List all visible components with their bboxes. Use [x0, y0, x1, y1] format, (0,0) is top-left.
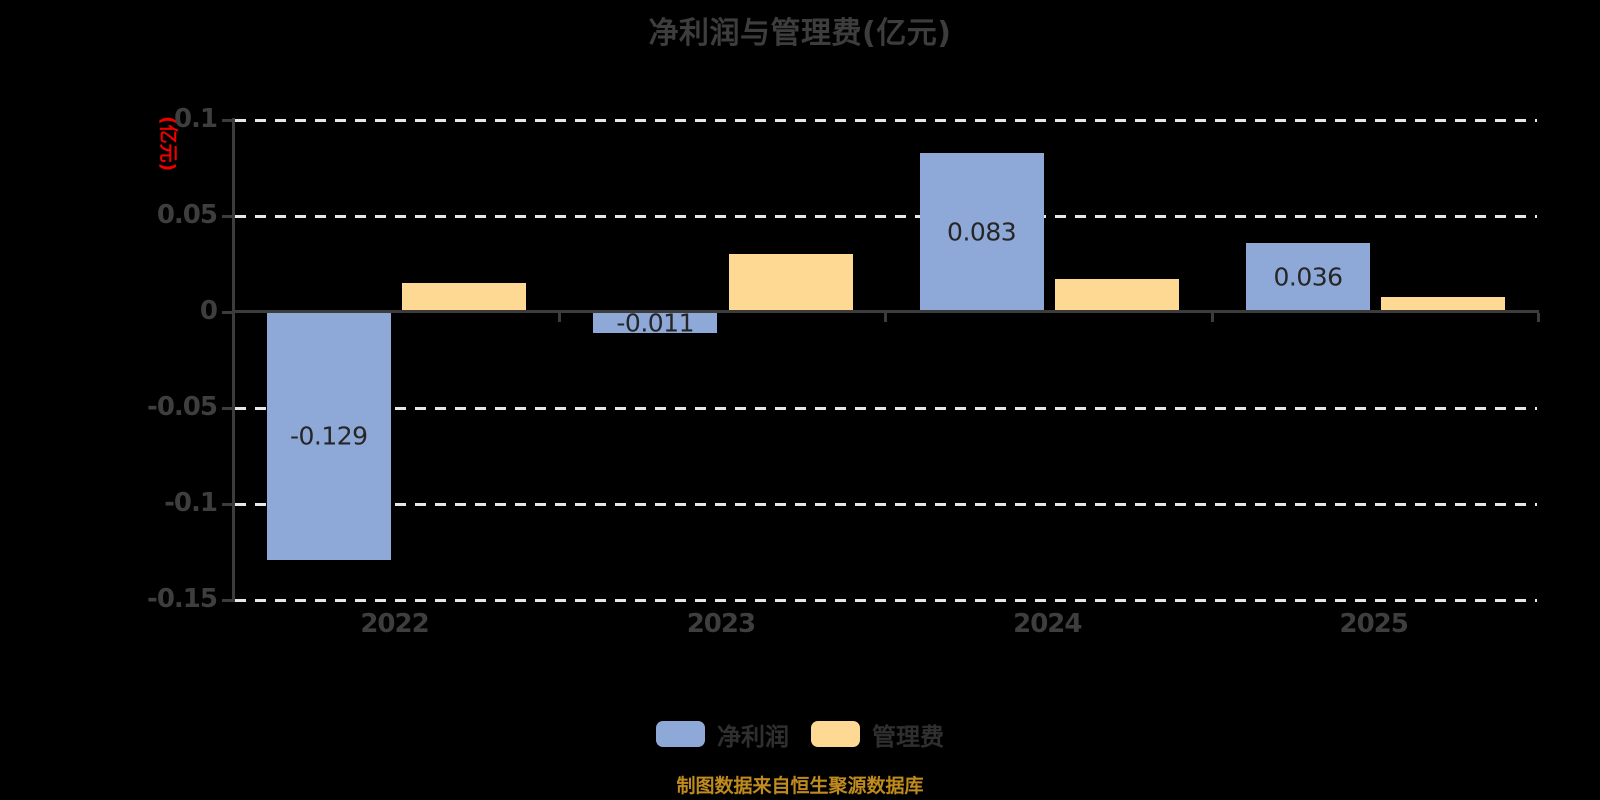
gridline-0.05: [235, 215, 1537, 218]
y-tick-label-0.05: 0.05: [156, 199, 218, 230]
x-tick-label-2025: 2025: [1339, 609, 1409, 639]
x-tick-label-2022: 2022: [360, 609, 429, 639]
x-tick: [557, 313, 561, 322]
legend-item-management-fee: 管理费: [811, 717, 944, 752]
y-tick-label--0.05: -0.05: [147, 391, 218, 422]
legend-swatch-management-fee: [811, 721, 860, 747]
y-axis-spine: [232, 118, 235, 602]
legend: 净利润 管理费: [0, 717, 1600, 752]
x-tick: [884, 313, 888, 322]
bar-value-label: 0.036: [1273, 262, 1343, 292]
y-tick--0.1: [222, 503, 235, 506]
y-tick-label--0.15: -0.15: [147, 583, 218, 614]
y-tick-label-0.1: 0.1: [173, 103, 218, 134]
y-tick-label-0: 0: [199, 295, 218, 326]
bar-management-fee-2023: [728, 254, 853, 312]
bar-value-label: 0.083: [947, 217, 1017, 247]
y-tick-label--0.1: -0.1: [164, 487, 218, 518]
bar-management-fee-2025: [1381, 296, 1506, 312]
bar-net-profit-2023: [593, 312, 718, 334]
y-tick-0: [222, 311, 235, 314]
bar-value-label: -0.129: [290, 421, 368, 451]
bar-net-profit-2024: [919, 152, 1044, 312]
legend-item-net-profit: 净利润: [656, 717, 789, 752]
y-tick-0.05: [222, 215, 235, 218]
x-tick-label-2024: 2024: [1013, 609, 1082, 639]
zero-baseline: [235, 310, 1539, 313]
gridline--0.15: [235, 599, 1537, 602]
chart-title: 净利润与管理费(亿元): [648, 16, 952, 51]
data-source-note: 制图数据来自恒生聚源数据库: [676, 775, 924, 797]
bar-management-fee-2024: [1054, 279, 1179, 312]
gridline--0.05: [235, 407, 1537, 410]
legend-swatch-net-profit: [656, 721, 705, 747]
bar-management-fee-2022: [402, 283, 527, 312]
x-tick: [1210, 313, 1214, 322]
y-tick--0.05: [222, 407, 235, 410]
y-tick-0.1: [222, 119, 235, 122]
bar-net-profit-2022: [266, 312, 391, 560]
y-tick--0.15: [222, 599, 235, 602]
x-tick: [1536, 313, 1540, 322]
legend-label-management-fee: 管理费: [872, 722, 944, 751]
x-tick-label-2023: 2023: [686, 609, 756, 639]
bar-net-profit-2025: [1246, 242, 1370, 312]
gridline--0.1: [235, 503, 1537, 506]
legend-label-net-profit: 净利润: [717, 722, 789, 751]
gridline-0.1: [235, 119, 1537, 122]
